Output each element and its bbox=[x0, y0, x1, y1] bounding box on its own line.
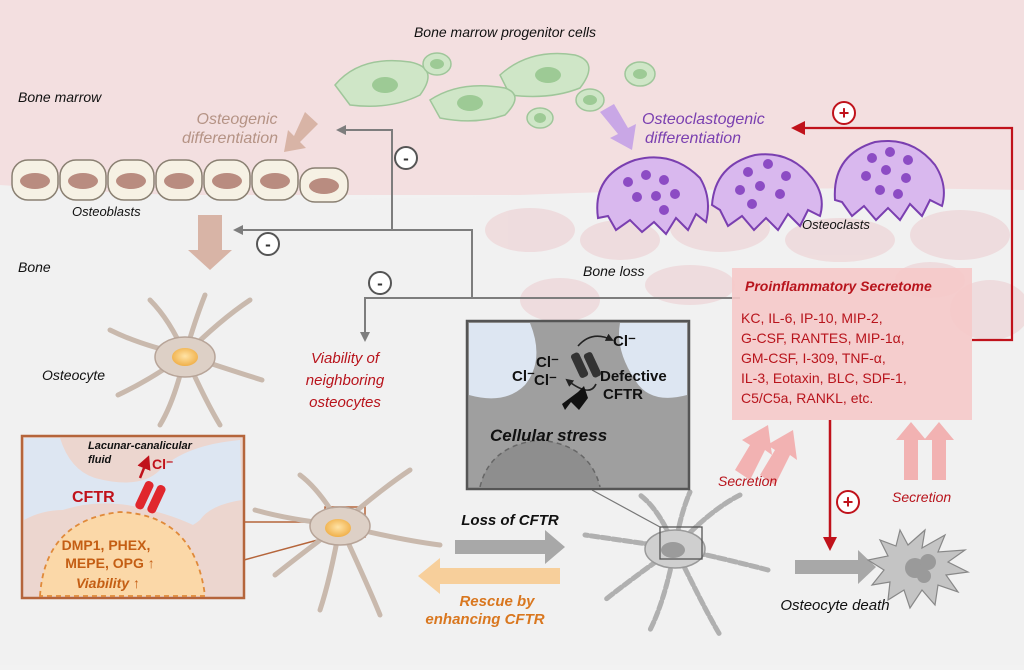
secretion-arrows-right bbox=[896, 422, 954, 480]
osteoclasts bbox=[596, 140, 945, 236]
secretome-line-3: GM-CSF, I-309, TNF-α, bbox=[741, 350, 886, 366]
markers-line-2: MEPE, OPG ↑ bbox=[65, 555, 154, 571]
progenitor-cells bbox=[334, 52, 656, 129]
loss-arrow bbox=[455, 530, 565, 564]
bone-label: Bone bbox=[18, 259, 51, 275]
osteoclast-feedback-arrow bbox=[791, 121, 1014, 342]
osteoblasts-label: Osteoblasts bbox=[72, 204, 141, 219]
osteoclastogenic-arrow bbox=[600, 104, 636, 150]
stress-cl-1: Cl⁻ bbox=[536, 354, 559, 371]
stress-cl-2: Cl⁻ bbox=[512, 368, 535, 385]
rescue-arrow bbox=[418, 558, 560, 594]
plus-badge-top bbox=[832, 101, 856, 125]
osteocyte-middle-nucleus bbox=[325, 519, 351, 537]
stressed-osteocyte-nucleus bbox=[661, 542, 685, 558]
osteocyte-death-label: Osteocyte death bbox=[780, 597, 889, 614]
minus-sign-2: - bbox=[265, 235, 271, 254]
secretion-label-right: Secretion bbox=[892, 489, 951, 505]
rescue-label-1: Rescue by bbox=[459, 593, 535, 610]
bone-loss-label: Bone loss bbox=[583, 263, 644, 279]
minus-badges bbox=[256, 146, 418, 295]
osteoclastogenic-label-2: differentiation bbox=[645, 130, 741, 147]
osteocyte-label: Osteocyte bbox=[42, 367, 105, 383]
secretome-title: Proinflammatory Secretome bbox=[745, 278, 932, 294]
minus-sign-3: - bbox=[377, 274, 383, 293]
bone-marrow-label: Bone marrow bbox=[18, 89, 102, 105]
death-gray-arrow bbox=[795, 550, 876, 584]
inhibition-lines bbox=[233, 125, 740, 342]
inset-chloride: Cl⁻ bbox=[152, 456, 173, 472]
secretion-arrows-left bbox=[735, 425, 797, 485]
plus-sign-top: + bbox=[839, 103, 850, 123]
stress-cl-3: Cl⁻ bbox=[534, 372, 557, 389]
osteogenic-label-2: differentiation bbox=[182, 130, 278, 147]
osteogenic-label-1: Osteogenic bbox=[197, 111, 278, 128]
loss-cftr-label: Loss of CFTR bbox=[461, 512, 559, 529]
lacunar-label-1: Lacunar-canalicular bbox=[88, 440, 193, 452]
viability-up-label: Viability ↑ bbox=[76, 575, 140, 591]
viability-label-3: osteocytes bbox=[309, 394, 381, 411]
secretome-line-4: IL-3, Eotaxin, BLC, SDF-1, bbox=[741, 370, 907, 386]
secretome-box bbox=[732, 268, 972, 420]
secretion-label-left: Secretion bbox=[718, 473, 777, 489]
secretome-line-1: KC, IL-6, IP-10, MIP-2, bbox=[741, 310, 883, 326]
stress-zoom-line bbox=[591, 489, 661, 528]
stress-cl-out: Cl⁻ bbox=[613, 333, 636, 350]
cftr-label: CFTR bbox=[72, 489, 115, 506]
osteocyte-nucleus bbox=[172, 348, 198, 366]
stress-zoom-box bbox=[659, 526, 703, 560]
dead-osteocyte bbox=[866, 528, 971, 610]
minus-sign-1: - bbox=[403, 149, 409, 168]
osteoblasts-row bbox=[11, 159, 349, 203]
secretome-line-2: G-CSF, RANTES, MIP-1α, bbox=[741, 330, 905, 346]
lacunar-label-2: fluid bbox=[88, 454, 111, 466]
defective-label-2: CFTR bbox=[603, 386, 643, 403]
secretome-line-5: C5/C5a, RANKL, etc. bbox=[741, 390, 873, 406]
rescue-label-2: enhancing CFTR bbox=[425, 611, 544, 628]
osteoclasts-label: Osteoclasts bbox=[802, 217, 870, 232]
osteoclastogenic-label-1: Osteoclastogenic bbox=[642, 111, 765, 128]
cellular-stress-label: Cellular stress bbox=[490, 426, 607, 445]
viability-label-1: Viability of bbox=[311, 350, 381, 367]
viability-label-2: neighboring bbox=[306, 372, 385, 389]
defective-label-1: Defective bbox=[600, 368, 667, 385]
plus-badge-bottom bbox=[836, 490, 860, 514]
osteoblast-to-osteocyte-arrow bbox=[188, 215, 232, 270]
cellular-stress-inset bbox=[465, 319, 691, 491]
cftr-inset bbox=[20, 434, 246, 600]
markers-line-1: DMP1, PHEX, bbox=[62, 537, 151, 553]
plus-sign-bottom: + bbox=[843, 492, 854, 512]
progenitor-label: Bone marrow progenitor cells bbox=[414, 24, 596, 40]
osteogenic-arrow bbox=[284, 112, 318, 152]
